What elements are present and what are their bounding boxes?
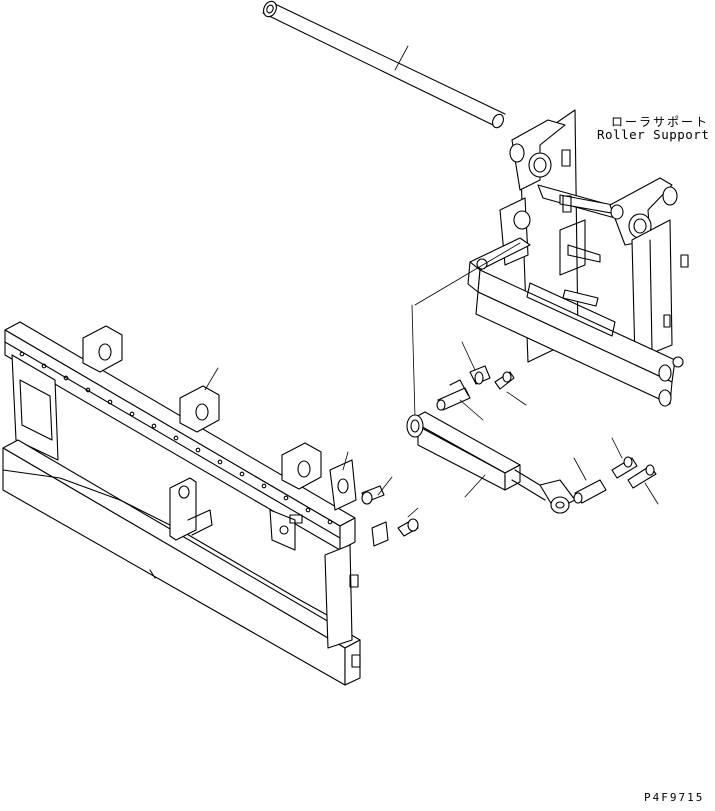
roller-support-assembly <box>467 109 689 407</box>
pin-and-fittings-lower <box>573 437 659 505</box>
roller-shaft <box>262 0 506 129</box>
drawing-code: P4F9715 <box>644 791 705 804</box>
top-bar-holes <box>19 351 333 525</box>
fork-carriage <box>2 321 361 686</box>
roller-support-label-en: Roller Support <box>597 127 710 142</box>
roller-support-label-jp: ローラサポート <box>611 115 710 129</box>
bolt-and-washer <box>361 476 419 547</box>
pin-and-fittings-upper <box>436 341 527 421</box>
hydraulic-cylinder <box>406 242 576 514</box>
